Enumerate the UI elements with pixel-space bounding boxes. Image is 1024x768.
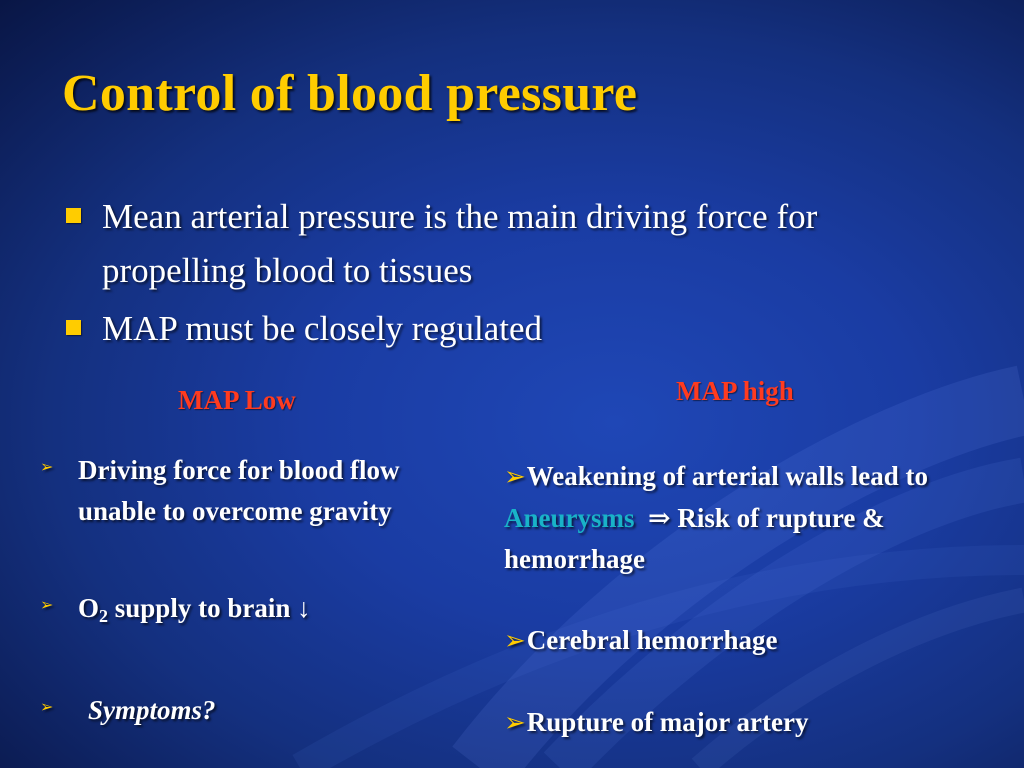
- map-high-item-text: Rupture of major artery: [526, 707, 809, 737]
- down-arrow-icon: ↓: [297, 593, 311, 623]
- arrowhead-bullet-icon: ➢: [40, 697, 54, 716]
- map-high-item: ➢Cerebral hemorrhage: [504, 620, 1004, 702]
- square-bullet-icon: [66, 208, 81, 223]
- main-bullet-text: MAP must be closely regulated: [102, 309, 543, 348]
- map-low-heading: MAP Low: [178, 385, 296, 415]
- implies-arrow-icon: ⇒: [648, 503, 671, 533]
- map-high-item: ➢Weakening of arterial walls lead to Ane…: [504, 456, 1004, 620]
- arrowhead-bullet-icon: ➢: [504, 462, 526, 492]
- map-low-item: ➢ Driving force for blood flow unable to…: [40, 450, 460, 588]
- map-low-item-text: Symptoms?: [88, 695, 216, 725]
- map-low-item-text: supply to brain: [108, 593, 298, 623]
- map-low-item: ➢ Symptoms?: [40, 690, 460, 731]
- map-low-item: ➢ O2 supply to brain ↓: [40, 588, 460, 690]
- map-high-list: ➢Weakening of arterial walls lead to Ane…: [504, 456, 1004, 744]
- main-bullet-text: Mean arterial pressure is the main drivi…: [102, 197, 818, 290]
- oxygen-symbol: O: [78, 593, 100, 623]
- map-low-list: ➢ Driving force for blood flow unable to…: [40, 450, 460, 731]
- map-high-item: ➢Rupture of major artery: [504, 702, 1004, 744]
- square-bullet-icon: [66, 320, 81, 335]
- map-low-item-text: Driving force for blood flow unable to o…: [78, 455, 400, 526]
- map-high-item-text: Cerebral hemorrhage: [526, 625, 778, 655]
- main-bullet-list: Mean arterial pressure is the main drivi…: [62, 190, 962, 360]
- arrowhead-bullet-icon: ➢: [40, 457, 54, 476]
- main-bullet-item: MAP must be closely regulated: [62, 302, 962, 356]
- slide-title: Control of blood pressure: [62, 65, 638, 122]
- main-bullet-item: Mean arterial pressure is the main drivi…: [62, 190, 962, 298]
- arrowhead-bullet-icon: ➢: [504, 626, 526, 656]
- aneurysms-highlight: Aneurysms: [504, 503, 635, 533]
- map-high-heading: MAP high: [676, 376, 794, 406]
- map-high-item-text: Weakening of arterial walls lead to: [526, 461, 929, 491]
- arrowhead-bullet-icon: ➢: [40, 595, 54, 614]
- arrowhead-bullet-icon: ➢: [504, 708, 526, 738]
- map-high-item-text: Risk of rupture & hemorrhage: [504, 503, 885, 574]
- oxygen-subscript: 2: [99, 606, 109, 626]
